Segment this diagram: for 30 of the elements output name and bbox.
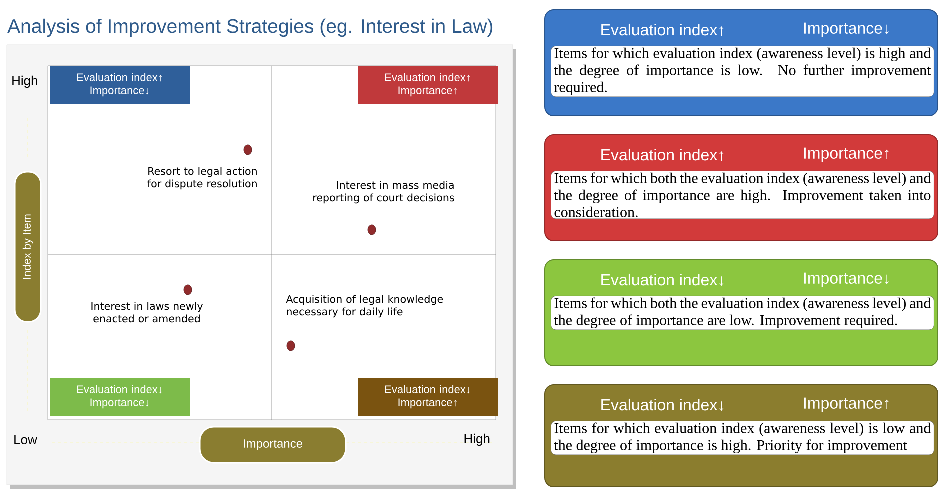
- item-label: Interest in mass media reporting of court decisions: [314, 181, 454, 204]
- axis-label: High: [12, 76, 38, 88]
- quadrant-tag: Evaluation index↑ Importance↑: [358, 66, 498, 104]
- card-text: Items for which both the evaluation index (awareness level) and the degree of importance are low. Improvement required.: [551, 296, 934, 330]
- info-card: [544, 384, 938, 488]
- info-card: [544, 134, 938, 242]
- axis-pill: Importance: [199, 426, 347, 464]
- info-card: [544, 10, 938, 116]
- card-heading: Importance↓: [804, 22, 889, 38]
- card-text: Items for which both the evaluation index (awareness level) and the degree of importance are high. Improvement taken into consideration.: [551, 171, 934, 220]
- card-heading: Evaluation index↓: [602, 398, 724, 412]
- card-heading: Evaluation index↑: [602, 148, 724, 162]
- card-text: Items for which evaluation index (awareness level) is high and the degree of importance is low. No further improvement required.: [551, 46, 934, 98]
- quadrant-tag: Evaluation index↓ Importance↑: [358, 378, 498, 416]
- item-label: Interest in laws newly enacted or amended: [92, 302, 203, 323]
- card-heading: Evaluation index↑: [602, 24, 724, 36]
- axis-label: Low: [14, 435, 38, 445]
- axis-label: High: [464, 434, 490, 446]
- info-card: [544, 260, 938, 366]
- card-heading: Importance↑: [804, 148, 889, 162]
- card-heading: Importance↑: [804, 398, 889, 412]
- card-heading: Importance↓: [804, 272, 889, 288]
- title: Analysis of Improvement Strategies (eg. Interest in Law): [8, 18, 493, 38]
- quadrant-tag: Evaluation index↑ Importance↓: [50, 66, 190, 104]
- card-text: Items for which evaluation index (awareness level) is low and the degree of importance is high. Priority for improvement: [551, 421, 934, 456]
- item-label: Acquisition of legal knowledge necessary for daily life: [286, 295, 444, 318]
- quadrant-tag: Evaluation index↓ Importance↓: [50, 378, 190, 416]
- axis-pill: Index by Item: [14, 171, 42, 323]
- item-label: Resort to legal action for dispute resolution: [148, 167, 257, 190]
- card-heading: Evaluation index↓: [602, 274, 724, 286]
